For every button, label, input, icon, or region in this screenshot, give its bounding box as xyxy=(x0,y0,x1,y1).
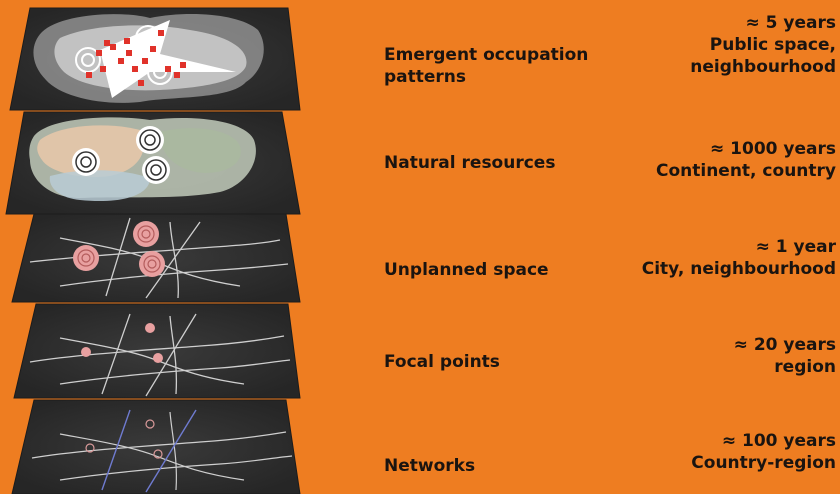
plane-natural xyxy=(5,111,301,215)
layer-meta-focal: ≈ 20 years region xyxy=(606,334,836,378)
network-nodes xyxy=(85,419,163,459)
focal-point-dots xyxy=(81,323,163,363)
layer-label-natural: Natural resources xyxy=(384,153,556,173)
layer-stack-diagram xyxy=(5,7,301,494)
spatial-scale: region xyxy=(774,357,836,377)
plane-emergent xyxy=(9,7,301,111)
focal-zones-unplanned xyxy=(73,221,165,277)
spatial-scale: Continent, country xyxy=(655,161,836,181)
spatial-scale: City, neighbourhood xyxy=(641,259,836,279)
layer-meta-natural: ≈ 1000 years Continent, country xyxy=(606,138,836,182)
roads-networks xyxy=(31,411,293,491)
roads-unplanned xyxy=(29,217,289,299)
time-span: ≈ 100 years xyxy=(721,431,836,451)
layer-meta-networks: ≈ 100 years Country-region xyxy=(606,430,836,474)
plane-unplanned xyxy=(11,213,301,303)
layer-meta-emergent: ≈ 5 years Public space, neighbourhood xyxy=(606,12,836,78)
time-span: ≈ 1000 years xyxy=(710,139,836,159)
layer-label-unplanned: Unplanned space xyxy=(384,260,549,280)
occupation-markers xyxy=(86,30,186,86)
layer-label-networks: Networks xyxy=(384,456,476,476)
node-rings-natural xyxy=(72,126,170,184)
plane-networks xyxy=(11,399,301,494)
spatial-scale: neighbourhood xyxy=(690,57,836,77)
secondary-roads-networks xyxy=(101,409,197,493)
spatial-scale: Public space, xyxy=(709,35,836,55)
layer-meta-unplanned: ≈ 1 year City, neighbourhood xyxy=(606,236,836,280)
node-rings-emergent xyxy=(75,25,173,85)
layer-label-focal: Focal points xyxy=(384,352,500,372)
plane-focal xyxy=(13,303,301,399)
spatial-scale: Country-region xyxy=(691,453,836,473)
time-span: ≈ 5 years xyxy=(745,13,837,33)
time-span: ≈ 1 year xyxy=(755,237,836,257)
layer-label-emergent: Emergent occupation patterns xyxy=(384,45,589,87)
time-span: ≈ 20 years xyxy=(733,335,836,355)
roads-focal xyxy=(29,313,291,397)
